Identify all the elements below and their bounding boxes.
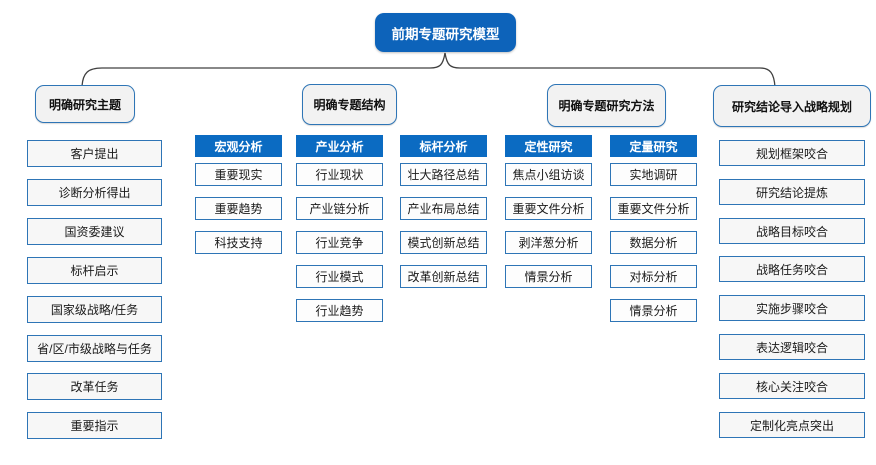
strategy-output-item: 定制化亮点突出 — [719, 412, 865, 438]
method-item: 模式创新总结 — [400, 231, 487, 254]
topic-source-item: 标杆启示 — [27, 257, 162, 284]
strategy-output-item: 表达逻辑咬合 — [719, 334, 865, 360]
branch-label: 研究结论导入战略规划 — [731, 99, 852, 114]
strategy-output-item: 实施步骤咬合 — [719, 295, 865, 321]
method-item: 行业模式 — [296, 265, 383, 288]
topic-source-item: 省/区/市级战略与任务 — [27, 335, 162, 362]
method-item: 改革创新总结 — [400, 265, 487, 288]
branch-node-topic-structure: 明确专题结构 — [302, 84, 397, 125]
topic-source-item: 客户提出 — [27, 140, 162, 167]
method-item: 产业链分析 — [296, 197, 383, 220]
method-column-header: 标杆分析 — [400, 135, 487, 157]
method-column-header: 产业分析 — [296, 135, 383, 157]
root-node: 前期专题研究模型 — [375, 13, 516, 52]
method-item: 实地调研 — [610, 163, 697, 186]
topic-source-item: 重要指示 — [27, 412, 162, 439]
method-item: 壮大路径总结 — [400, 163, 487, 186]
method-item: 焦点小组访谈 — [505, 163, 592, 186]
method-item: 剥洋葱分析 — [505, 231, 592, 254]
strategy-output-item: 战略任务咬合 — [719, 256, 865, 282]
method-item: 重要趋势 — [195, 197, 282, 220]
strategy-output-item: 战略目标咬合 — [719, 218, 865, 244]
topic-source-item: 改革任务 — [27, 373, 162, 400]
method-item: 行业趋势 — [296, 299, 383, 322]
method-item: 重要文件分析 — [505, 197, 592, 220]
topic-source-item: 国资委建议 — [27, 218, 162, 245]
method-item: 产业布局总结 — [400, 197, 487, 220]
topic-source-item: 国家级战略/任务 — [27, 296, 162, 323]
root-node-label: 前期专题研究模型 — [391, 26, 500, 42]
method-item: 数据分析 — [610, 231, 697, 254]
method-item: 情景分析 — [610, 299, 697, 322]
method-column-header: 宏观分析 — [195, 135, 282, 157]
branch-node-conclusion-to-strategy: 研究结论导入战略规划 — [713, 85, 871, 127]
method-item: 重要现实 — [195, 163, 282, 186]
method-item: 对标分析 — [610, 265, 697, 288]
method-item: 科技支持 — [195, 231, 282, 254]
branch-label: 明确专题结构 — [313, 98, 386, 112]
method-item: 行业现状 — [296, 163, 383, 186]
topic-source-item: 诊断分析得出 — [27, 179, 162, 206]
method-item: 情景分析 — [505, 265, 592, 288]
method-column-header: 定量研究 — [610, 135, 697, 157]
strategy-output-item: 规划框架咬合 — [719, 140, 865, 166]
strategy-output-item: 研究结论提炼 — [719, 179, 865, 205]
branch-label: 明确专题研究方法 — [558, 99, 655, 113]
strategy-output-item: 核心关注咬合 — [719, 373, 865, 399]
method-item: 重要文件分析 — [610, 197, 697, 220]
branch-node-research-method: 明确专题研究方法 — [547, 84, 666, 127]
branch-node-research-topic: 明确研究主题 — [35, 85, 135, 123]
method-column-header: 定性研究 — [505, 135, 592, 157]
branch-label: 明确研究主题 — [48, 97, 121, 112]
method-item: 行业竞争 — [296, 231, 383, 254]
